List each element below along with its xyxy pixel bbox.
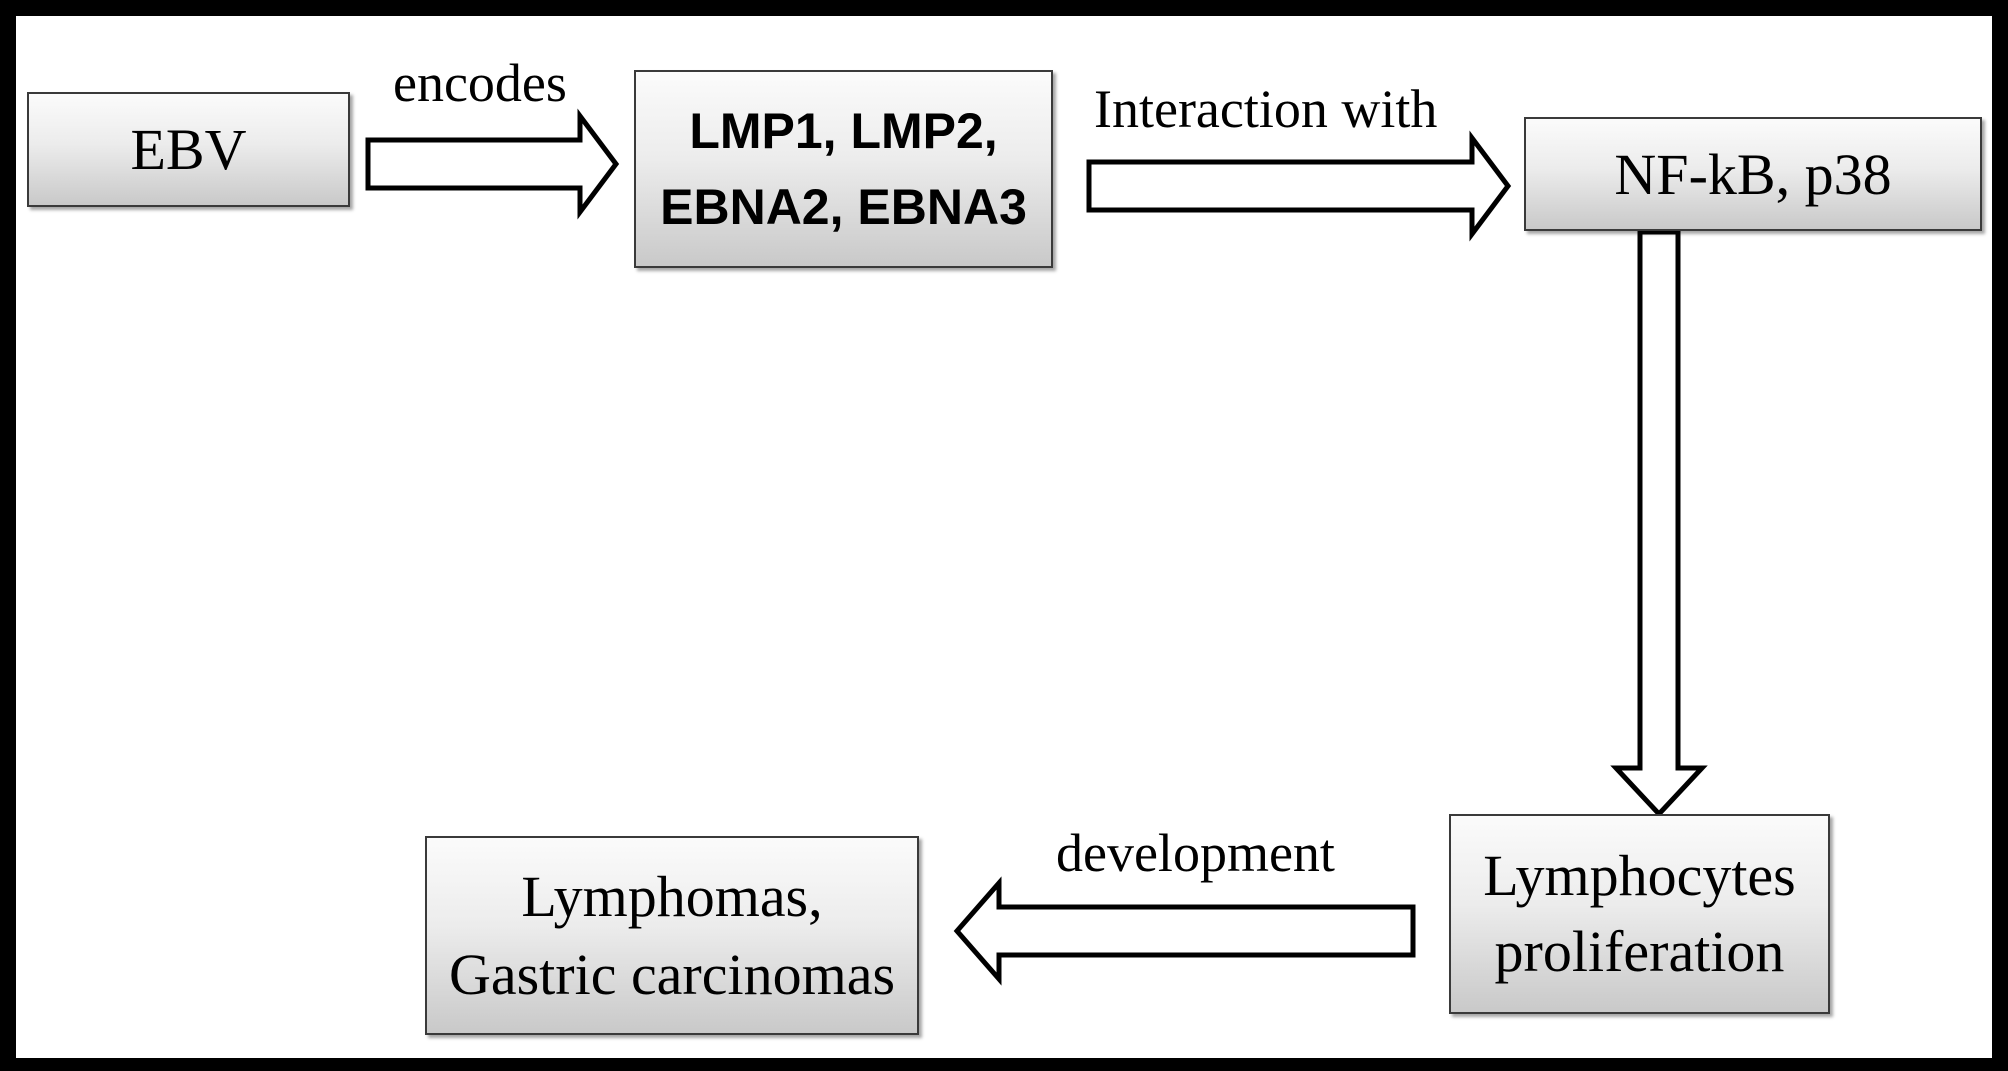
node-viral-proteins-line-2: EBNA2, EBNA3 <box>660 179 1027 235</box>
node-ebv-line-1: EBV <box>130 117 247 182</box>
node-viral-proteins: LMP1, LMP2, EBNA2, EBNA3 <box>634 70 1053 268</box>
arrow-encodes <box>365 108 620 220</box>
node-lymphocytes-proliferation: Lymphocytes proliferation <box>1449 814 1830 1014</box>
node-lymphocytes-proliferation-line-1: Lymphocytes <box>1483 843 1796 908</box>
edge-label-encodes: encodes <box>393 53 567 113</box>
node-cancers-line-1: Lymphomas, <box>521 863 823 929</box>
arrow-interaction-with <box>1086 130 1512 242</box>
edge-label-interaction-with: Interaction with <box>1094 79 1438 139</box>
node-lymphocytes-proliferation-line-2: proliferation <box>1494 919 1785 984</box>
node-cancers: Lymphomas, Gastric carcinomas <box>425 836 919 1035</box>
edge-label-development: development <box>1056 823 1335 883</box>
node-signaling-pathways-line-1: NF-kB, p38 <box>1614 141 1892 207</box>
node-viral-proteins-line-1: LMP1, LMP2, <box>689 103 998 159</box>
node-cancers-line-2: Gastric carcinomas <box>448 941 896 1007</box>
arrow-development <box>953 876 1416 986</box>
arrow-pathways-to-proliferation <box>1610 229 1708 818</box>
node-signaling-pathways: NF-kB, p38 <box>1524 117 1982 231</box>
node-ebv: EBV <box>27 92 350 207</box>
